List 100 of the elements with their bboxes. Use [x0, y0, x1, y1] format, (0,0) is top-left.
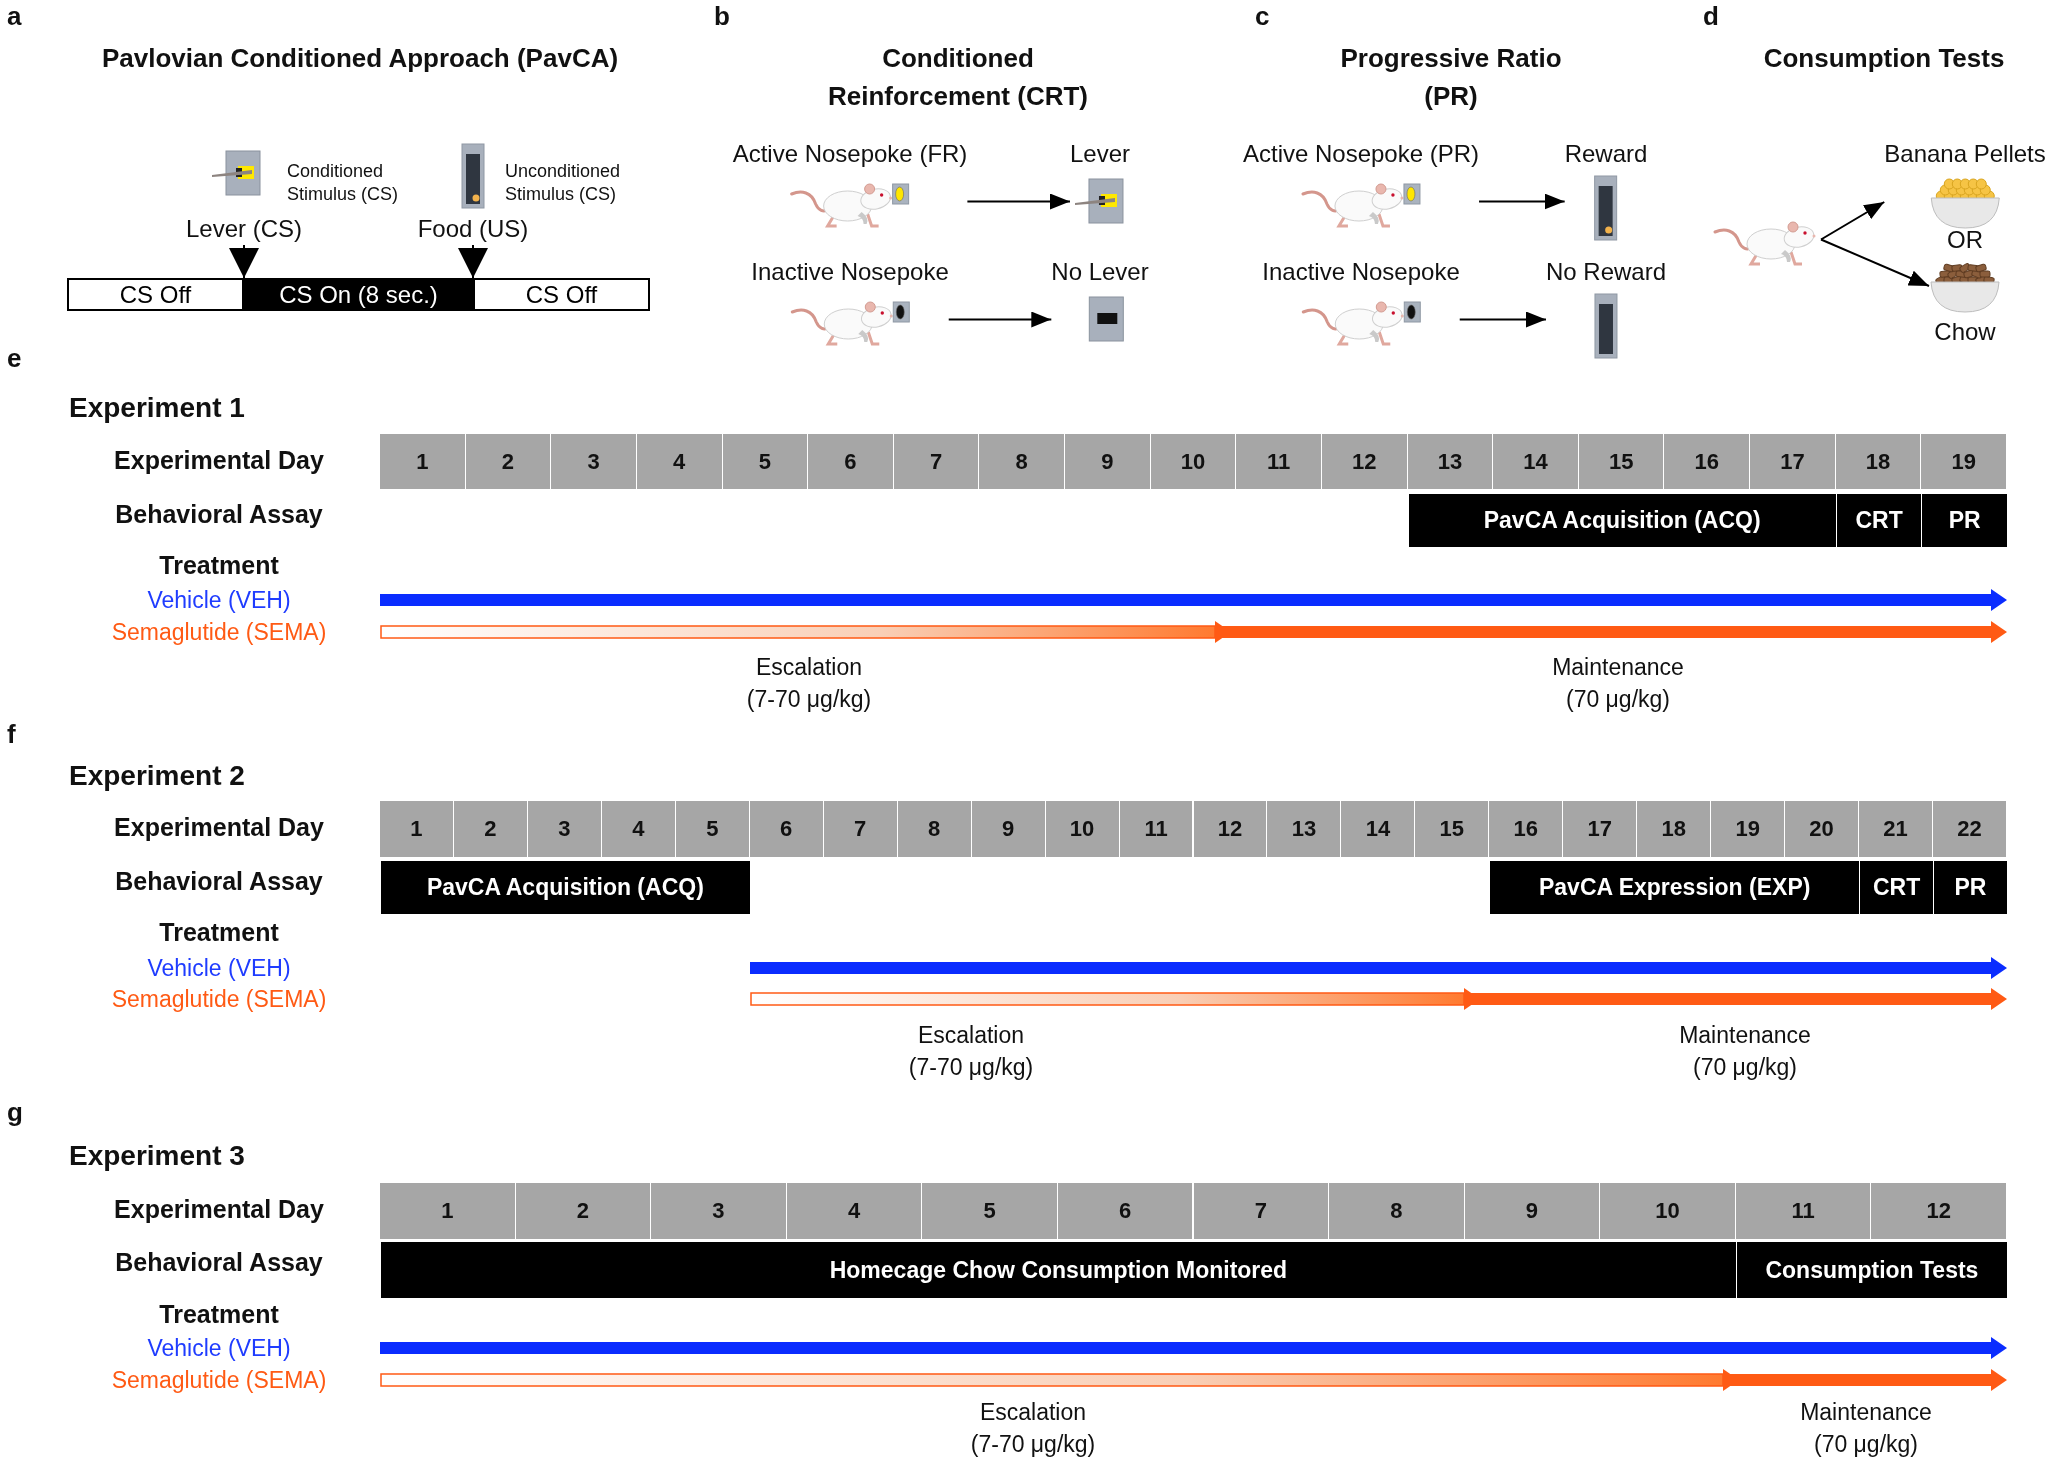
outcome-label: No Lever: [1051, 258, 1149, 286]
arrow: [458, 244, 488, 279]
assay-bar: Homecage Chow Consumption Monitored: [380, 1242, 1736, 1298]
event-label: Lever (CS): [186, 215, 302, 243]
treatment-label: Vehicle (VEH): [147, 586, 291, 614]
day-number-cell: 10: [1150, 434, 1237, 489]
day-number-cell: 12: [1321, 434, 1408, 489]
nosepoke-label: Active Nosepoke (FR): [732, 140, 968, 168]
day-number-cell: 12: [1871, 1183, 2007, 1239]
phase-label: Maintenance (70 μg/kg): [1799, 1397, 1933, 1459]
day-number-cell: 11: [1735, 1183, 1872, 1239]
day-number-cell: 10: [1600, 1183, 1736, 1239]
day-number-cell: 7: [893, 434, 980, 489]
assay-bar: PavCA Expression (EXP): [1489, 861, 1860, 914]
day-number-cell: 17: [1750, 434, 1836, 489]
panel-title: Pavlovian Conditioned Approach (PavCA): [100, 42, 620, 76]
arrow: [966, 193, 1071, 210]
stimulus-caption: Conditioned Stimulus (CS): [287, 159, 399, 206]
day-number-cell: 13: [1407, 434, 1494, 489]
treatment-label: Semaglutide (SEMA): [111, 1366, 327, 1394]
panel-letter: g: [7, 1096, 23, 1128]
panel-title: Consumption Tests: [1762, 42, 2006, 76]
day-number-cell: 9: [1065, 434, 1151, 489]
day-number-cell: 18: [1637, 801, 1712, 857]
day-number-cell: 16: [1489, 801, 1564, 857]
row-heading: Behavioral Assay: [115, 499, 323, 529]
day-number-cell: 18: [1835, 434, 1922, 489]
outcome-label: No Reward: [1546, 258, 1666, 286]
treatment-label: Vehicle (VEH): [147, 1334, 291, 1362]
arrow: [229, 244, 259, 279]
day-number-cell: 4: [786, 1183, 923, 1239]
food-label: Chow: [1934, 318, 1996, 346]
day-number-cell: 1: [380, 801, 454, 857]
day-number-cell: 9: [971, 801, 1046, 857]
assay-bar: CRT: [1859, 861, 1934, 914]
arrow: [1478, 193, 1566, 210]
outcome-label: Reward: [1564, 140, 1648, 168]
day-number-cell: 6: [1057, 1183, 1194, 1239]
timeline-segment: CS Off: [67, 278, 244, 311]
experiment-heading: Experiment 3: [69, 1140, 245, 1172]
food-label: Banana Pellets: [1884, 140, 2046, 168]
panel-letter: f: [7, 718, 16, 750]
day-number-cell: 2: [465, 434, 552, 489]
assay-bar: PR: [1921, 494, 2007, 547]
row-heading: Treatment: [159, 1299, 279, 1329]
day-number-cell: 4: [636, 434, 723, 489]
treatment-label: Semaglutide (SEMA): [111, 618, 327, 646]
row-heading: Experimental Day: [114, 445, 324, 475]
day-number-cell: 8: [979, 434, 1066, 489]
day-number-cell: 4: [601, 801, 676, 857]
assay-bar: Consumption Tests: [1735, 1242, 2007, 1298]
day-number-cell: 1: [380, 434, 466, 489]
timeline-segment: CS Off: [473, 278, 650, 311]
panel-letter: d: [1703, 0, 1719, 32]
day-number-cell: 7: [823, 801, 898, 857]
day-number-cell: 11: [1236, 434, 1322, 489]
row-heading: Treatment: [159, 917, 279, 947]
day-number-cell: 15: [1578, 434, 1665, 489]
assay-bar: PavCA Acquisition (ACQ): [380, 861, 750, 914]
phase-label: Escalation (7-70 μg/kg): [969, 1397, 1097, 1459]
nosepoke-label: Inactive Nosepoke: [751, 258, 949, 286]
day-number-cell: 7: [1193, 1183, 1330, 1239]
row-heading: Experimental Day: [114, 812, 324, 842]
day-number-cell: 5: [922, 1183, 1058, 1239]
row-heading: Behavioral Assay: [115, 866, 323, 896]
panel-letter: e: [7, 342, 22, 374]
arrow: [1820, 201, 1886, 241]
experiment-heading: Experiment 1: [69, 392, 245, 424]
day-number-cell: 13: [1267, 801, 1342, 857]
timeline-segment: CS On (8 sec.): [244, 278, 473, 311]
day-number-cell: 5: [675, 801, 750, 857]
day-number-cell: 14: [1341, 801, 1416, 857]
day-number-cell: 19: [1711, 801, 1786, 857]
nosepoke-label: Active Nosepoke (PR): [1242, 140, 1480, 168]
day-number-cell: 3: [527, 801, 602, 857]
assay-bar: PR: [1933, 861, 2007, 914]
outcome-label: Lever: [1070, 140, 1130, 168]
panel-letter: a: [7, 0, 22, 32]
day-number-cell: 21: [1859, 801, 1934, 857]
panel-letter: c: [1255, 0, 1270, 32]
day-number-cell: 16: [1664, 434, 1751, 489]
stimulus-caption: Unconditioned Stimulus (CS): [505, 159, 622, 206]
day-number-cell: 5: [722, 434, 809, 489]
or-text: OR: [1947, 226, 1983, 254]
arrow: [1820, 238, 1930, 287]
row-heading: Experimental Day: [114, 1194, 324, 1224]
phase-label: Maintenance (70 μg/kg): [1678, 1020, 1812, 1082]
assay-bar: PavCA Acquisition (ACQ): [1407, 494, 1836, 547]
phase-label: Maintenance (70 μg/kg): [1551, 652, 1685, 714]
phase-label: Escalation (7-70 μg/kg): [745, 652, 873, 714]
arrow: [947, 311, 1053, 328]
day-number-cell: 20: [1785, 801, 1860, 857]
day-number-cell: 2: [453, 801, 528, 857]
day-number-cell: 17: [1563, 801, 1638, 857]
day-number-cell: 12: [1193, 801, 1268, 857]
day-number-cell: 3: [551, 434, 637, 489]
day-number-cell: 9: [1464, 1183, 1601, 1239]
phase-label: Escalation (7-70 μg/kg): [907, 1020, 1035, 1082]
arrow: [1458, 311, 1547, 328]
day-number-cell: 3: [651, 1183, 787, 1239]
